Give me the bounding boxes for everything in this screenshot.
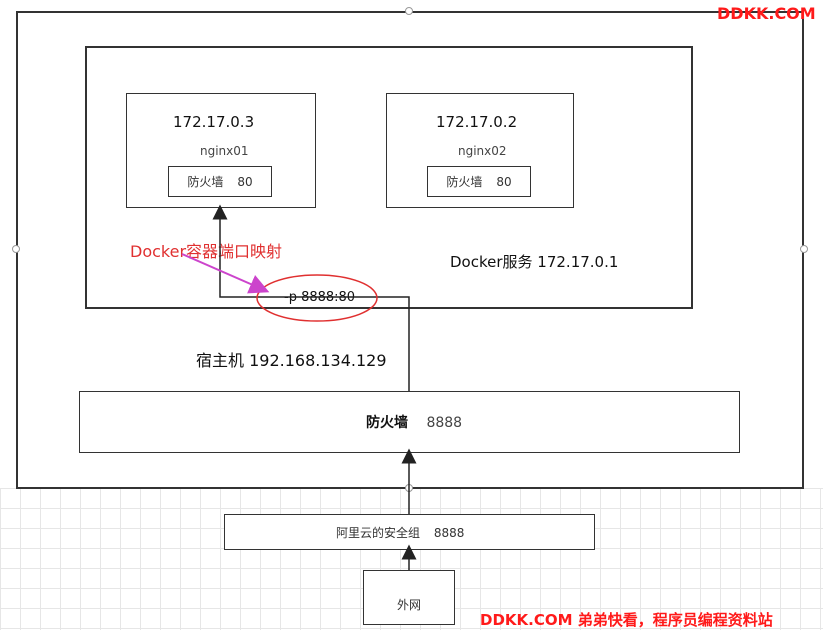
aliyun-sg-text: 阿里云的安全组 8888 xyxy=(336,524,464,541)
resize-handle-left[interactable] xyxy=(12,245,20,253)
aliyun-sg-label: 阿里云的安全组 xyxy=(336,526,421,540)
aliyun-sg-port: 8888 xyxy=(433,526,465,540)
host-firewall-label: 防火墙 xyxy=(366,415,408,431)
container-name: nginx01 xyxy=(200,144,249,158)
mapping-annotation: Docker容器端口映射 xyxy=(130,242,283,261)
internet-label: 外网 xyxy=(397,598,422,612)
container-ip: 172.17.0.3 xyxy=(173,113,255,131)
container-name: nginx02 xyxy=(458,144,507,158)
docker-service-label: Docker服务 172.17.0.1 xyxy=(450,253,619,271)
firewall-port: 80 xyxy=(496,174,512,189)
host-firewall-port: 8888 xyxy=(426,415,463,431)
firewall-label: 防火墙 xyxy=(446,175,483,189)
container-firewall: 防火墙 80 xyxy=(168,166,272,197)
watermark-bottom: DDKK.COM 弟弟快看，程序员编程资料站 xyxy=(480,611,773,629)
resize-handle-top[interactable] xyxy=(405,7,413,15)
host-firewall-text: 防火墙 8888 xyxy=(366,412,462,432)
firewall-label: 防火墙 xyxy=(187,175,224,189)
route-firewall-to-container xyxy=(212,204,410,391)
host-label: 宿主机 192.168.134.129 xyxy=(196,351,387,370)
watermark-top: DDKK.COM xyxy=(717,4,816,23)
container-ip: 172.17.0.2 xyxy=(436,113,518,131)
firewall-port: 80 xyxy=(237,174,253,189)
annotation-arrow xyxy=(181,253,270,294)
container-firewall: 防火墙 80 xyxy=(427,166,531,197)
resize-handle-right[interactable] xyxy=(800,245,808,253)
internet-box xyxy=(363,570,455,625)
port-mapping-highlight xyxy=(256,274,378,322)
